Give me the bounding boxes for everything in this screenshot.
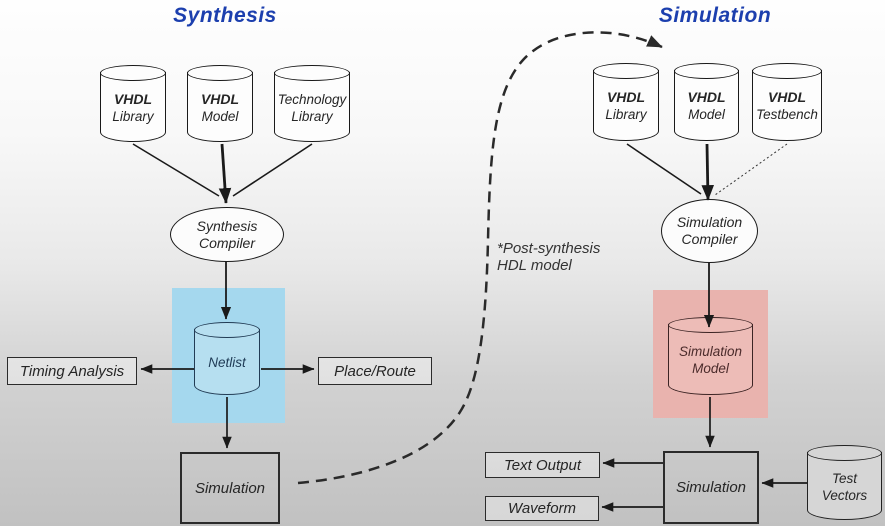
cylinder-top (807, 445, 882, 461)
cylinder-label: Simulation (678, 344, 743, 359)
node-label: Simulation (676, 214, 743, 230)
post-synthesis-note: *Post-synthesis HDL model (497, 240, 600, 274)
vhdl-testbench-cylinder: VHDL Testbench (752, 63, 822, 141)
cylinder-label: Vectors (821, 487, 868, 503)
timing-analysis-box: Timing Analysis (7, 357, 137, 385)
edge-model-to-syncompiler (218, 143, 232, 204)
edge-tech-to-syncompiler (232, 143, 313, 197)
edge-lib-to-syncompiler (132, 143, 220, 197)
cylinder-label: Netlist (208, 355, 246, 370)
vhdl-library-cylinder-sim: VHDL Library (593, 63, 659, 141)
cylinder-body (668, 324, 753, 395)
note-line: HDL model (497, 257, 572, 274)
cylinder-label: Library (112, 108, 154, 124)
cylinder-top (674, 63, 739, 79)
synthesis-title: Synthesis (173, 4, 277, 27)
box-label: Simulation (675, 479, 747, 496)
edge-model-to-simcompiler (701, 143, 715, 201)
cylinder-label: Library (605, 107, 647, 122)
cylinder-body (100, 72, 166, 142)
text-output-box: Text Output (485, 452, 600, 478)
cylinder-body (194, 329, 260, 395)
box-label: Waveform (507, 500, 577, 517)
cylinder-label: VHDL (200, 90, 240, 107)
simulation-simulation-box: Simulation (663, 451, 759, 524)
cylinder-top (187, 65, 253, 81)
cylinder-label: Model (692, 361, 729, 376)
simulation-compiler-node: Simulation Compiler (661, 199, 758, 263)
vhdl-model-cylinder-sim: VHDL Model (674, 63, 739, 141)
cylinder-label: VHDL (767, 89, 807, 105)
edge-testbench-to-simcompiler (714, 143, 788, 196)
node-label: Compiler (681, 231, 738, 247)
box-label: Simulation (194, 479, 266, 497)
cylinder-label: Model (201, 108, 239, 124)
netlist-cylinder: Netlist (194, 322, 260, 395)
cylinder-top (752, 63, 822, 79)
cylinder-top (100, 65, 166, 81)
cylinder-label: Library (291, 108, 333, 124)
synthesis-compiler-node: Synthesis Compiler (170, 207, 284, 262)
place-route-box: Place/Route (318, 357, 432, 385)
cylinder-body (807, 452, 882, 520)
cylinder-label: Testbench (756, 107, 818, 122)
edge-lib-to-simcompiler (626, 143, 702, 195)
simulation-title: Simulation (658, 4, 772, 27)
cylinder-label: Test (831, 470, 858, 486)
cylinder-label: Model (688, 107, 725, 122)
cylinder-body (752, 70, 822, 141)
synthesis-simulation-box: Simulation (180, 452, 280, 524)
waveform-box: Waveform (485, 496, 599, 521)
node-label: Synthesis (196, 217, 258, 234)
cylinder-label: VHDL (606, 89, 646, 105)
cylinder-body (674, 70, 739, 141)
cylinder-label: VHDL (113, 90, 153, 107)
cylinder-top (194, 322, 260, 338)
note-line: *Post-synthesis (497, 240, 601, 257)
cylinder-body (187, 72, 253, 142)
box-label: Place/Route (334, 362, 416, 380)
cylinder-label: VHDL (687, 89, 726, 105)
node-label: Compiler (198, 234, 255, 251)
box-label: Text Output (504, 456, 581, 474)
box-label: Timing Analysis (19, 362, 125, 380)
cylinder-label: Technology (277, 91, 347, 107)
